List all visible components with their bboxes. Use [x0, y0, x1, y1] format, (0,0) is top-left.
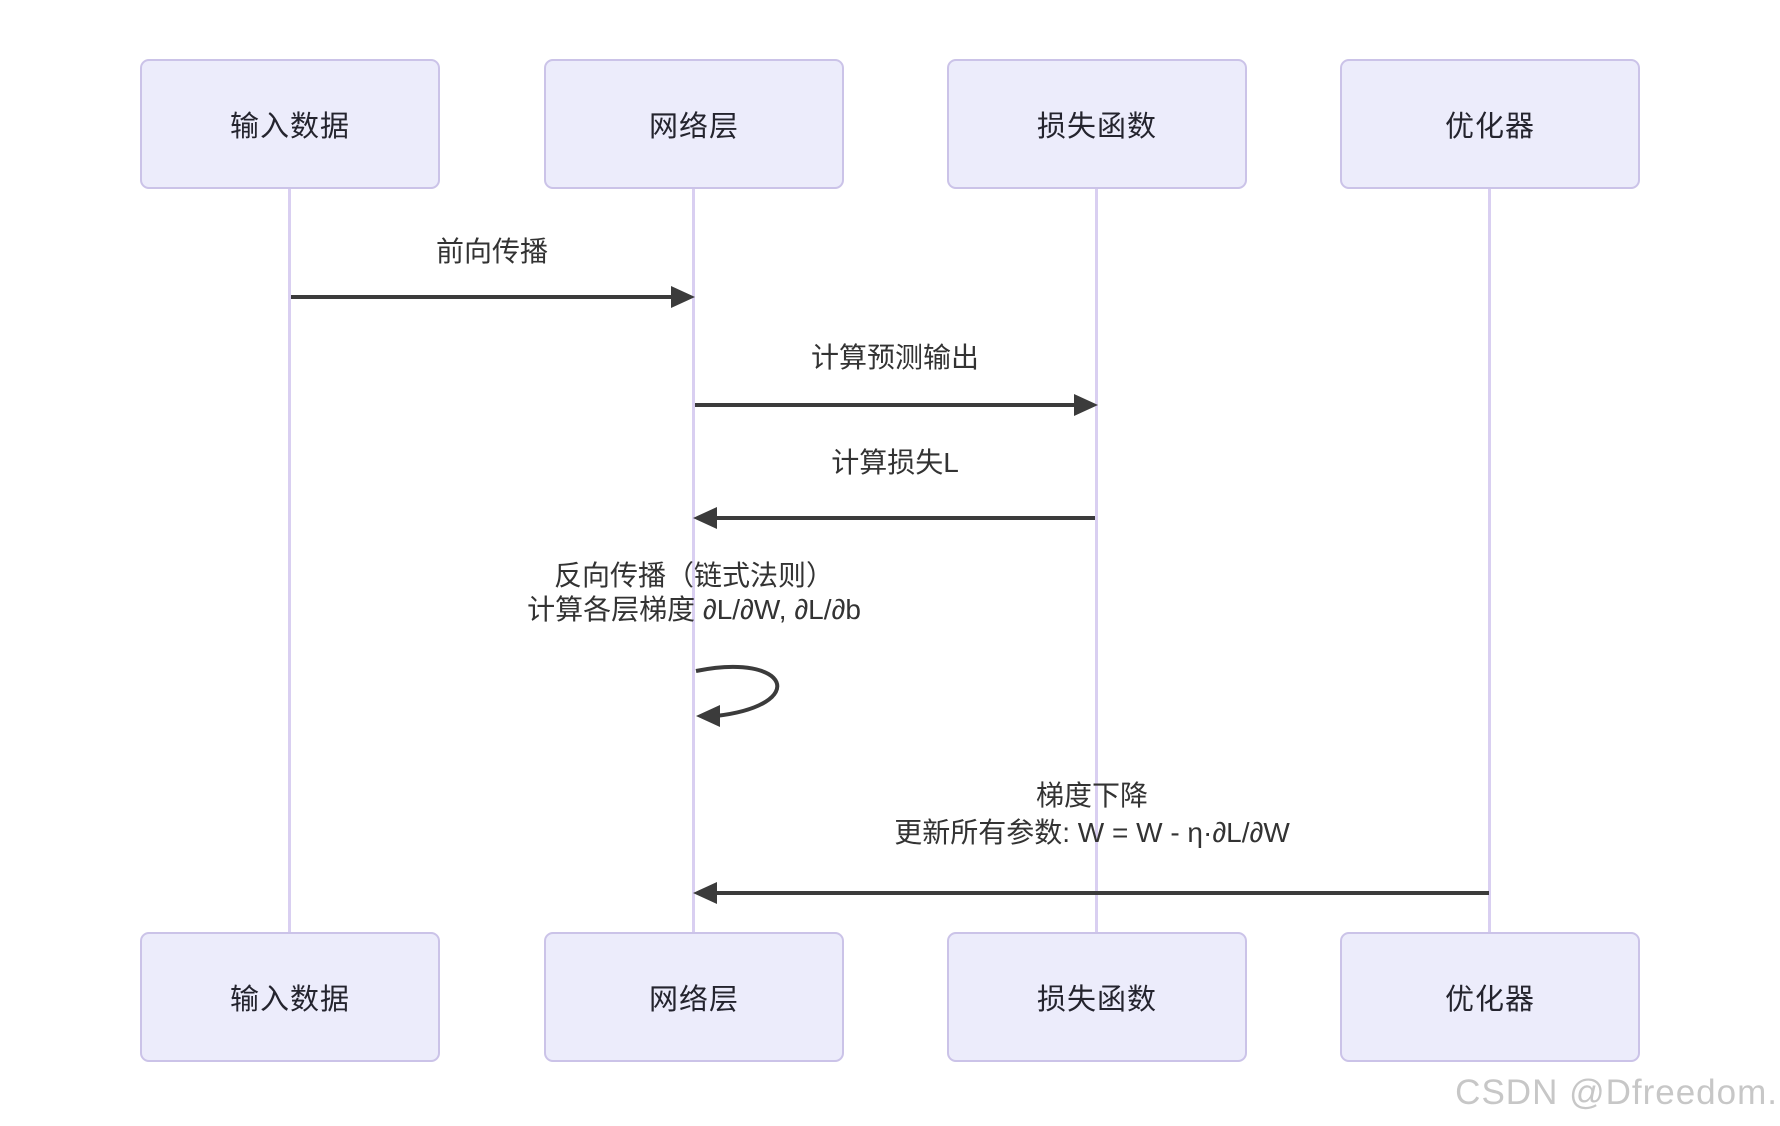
actor-top-optimizer: 优化器: [1340, 59, 1640, 189]
message-label-gradient-descent: 梯度下降 更新所有参数: W = W - η·∂L/∂W: [894, 777, 1290, 851]
gradient-descent-line1: 梯度下降: [1035, 780, 1148, 811]
actor-bottom-input-data: 输入数据: [140, 932, 440, 1062]
actor-bottom-optimizer: 优化器: [1340, 932, 1640, 1062]
actor-top-network-layer: 网络层: [544, 59, 844, 189]
actor-top-loss-function: 损失函数: [947, 59, 1247, 189]
actor-label: 网络层: [648, 984, 739, 1016]
actor-label: 输入数据: [229, 984, 350, 1016]
actor-label: 网络层: [648, 111, 739, 143]
arrowhead-left-icon: [693, 507, 717, 529]
message-label-forward-propagation: 前向传播: [435, 236, 549, 267]
actor-label: 输入数据: [229, 111, 350, 143]
lifeline-optimizer: [1488, 189, 1491, 932]
arrowhead-right-icon: [1074, 394, 1098, 416]
self-loop-backpropagation: [695, 665, 780, 727]
backpropagation-line1: 反向传播（链式法则）: [553, 560, 834, 591]
lifeline-loss-function: [1095, 189, 1098, 932]
actor-label: 优化器: [1444, 111, 1535, 143]
actor-label: 损失函数: [1036, 984, 1157, 1016]
arrowhead-left-icon: [693, 882, 717, 904]
message-label-backpropagation: 反向传播（链式法则） 计算各层梯度 ∂L/∂W, ∂L/∂b: [527, 559, 861, 627]
actor-label: 优化器: [1444, 984, 1535, 1016]
arrowhead-left-icon: [696, 705, 720, 727]
lifeline-network-layer: [692, 189, 695, 932]
lifeline-input-data: [288, 189, 291, 932]
message-label-compute-loss: 计算损失L: [831, 447, 959, 478]
actor-bottom-loss-function: 损失函数: [947, 932, 1247, 1062]
watermark: CSDN @Dfreedom.: [1455, 1073, 1778, 1112]
actor-top-input-data: 输入数据: [140, 59, 440, 189]
message-label-compute-prediction: 计算预测输出: [810, 342, 980, 373]
arrow-gradient-descent: [693, 882, 1489, 904]
backpropagation-line2: 计算各层梯度 ∂L/∂W, ∂L/∂b: [527, 594, 861, 625]
actor-label: 损失函数: [1036, 111, 1157, 143]
arrowhead-right-icon: [671, 286, 695, 308]
actor-bottom-network-layer: 网络层: [544, 932, 844, 1062]
arrow-compute-loss: [693, 507, 1095, 529]
gradient-descent-line2: 更新所有参数: W = W - η·∂L/∂W: [894, 817, 1290, 848]
arrow-forward-propagation: [291, 286, 695, 308]
arrow-compute-prediction: [695, 394, 1098, 416]
